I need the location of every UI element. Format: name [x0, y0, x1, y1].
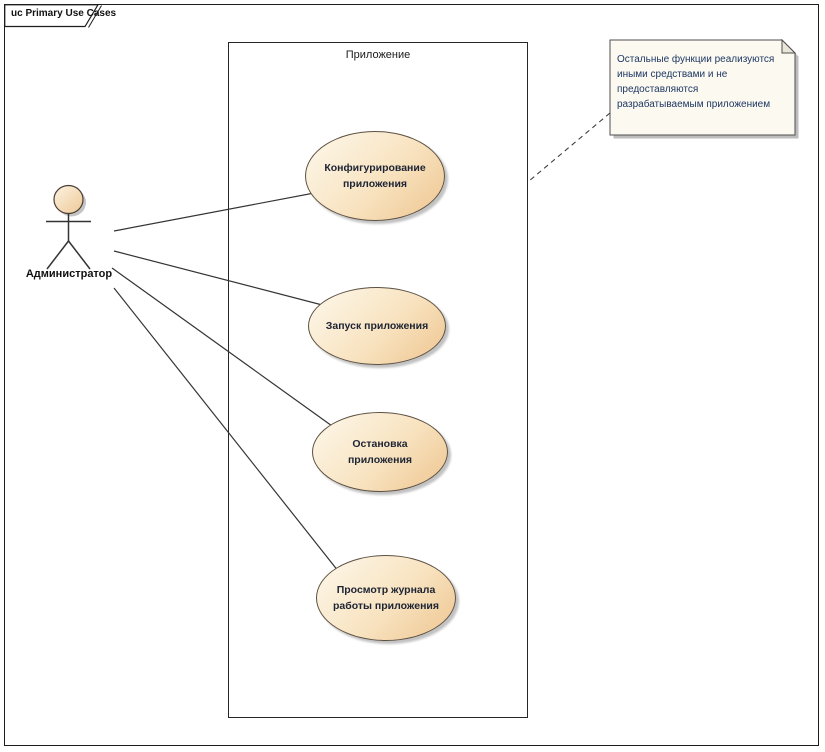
- usecase-label-line: Остановка: [352, 438, 408, 450]
- note-text-line: разрабатываемым приложением: [617, 99, 771, 110]
- usecase-label-line: Просмотр журнала: [336, 584, 436, 596]
- note-text-line: предоставляются: [617, 84, 699, 95]
- usecase-start-application[interactable]: Запуск приложения: [308, 287, 446, 365]
- note-text: Остальные функции реализуются иными сред…: [617, 52, 793, 112]
- system-boundary-title: Приложение: [345, 49, 411, 61]
- usecase-view-log[interactable]: Просмотр журнала работы приложения: [316, 555, 456, 641]
- usecase-label-line: приложения: [347, 454, 413, 466]
- usecase-label-line: Конфигурирование: [324, 162, 426, 174]
- usecase-label-line: Запуск приложения: [325, 320, 429, 332]
- frame-title-label: uc Primary Use Cases: [11, 8, 117, 19]
- actor-name-label: Администратор: [25, 268, 113, 280]
- usecase-configure-application[interactable]: Конфигурирование приложения: [305, 131, 445, 221]
- usecase-label-line: работы приложения: [332, 600, 439, 612]
- note-text-line: Остальные функции реализуются: [617, 54, 775, 65]
- note-text-line: иными средствами и не: [617, 69, 728, 80]
- diagram-frame: [4, 4, 819, 746]
- usecase-stop-application[interactable]: Остановка приложения: [312, 412, 448, 492]
- usecase-label-line: приложения: [342, 178, 408, 190]
